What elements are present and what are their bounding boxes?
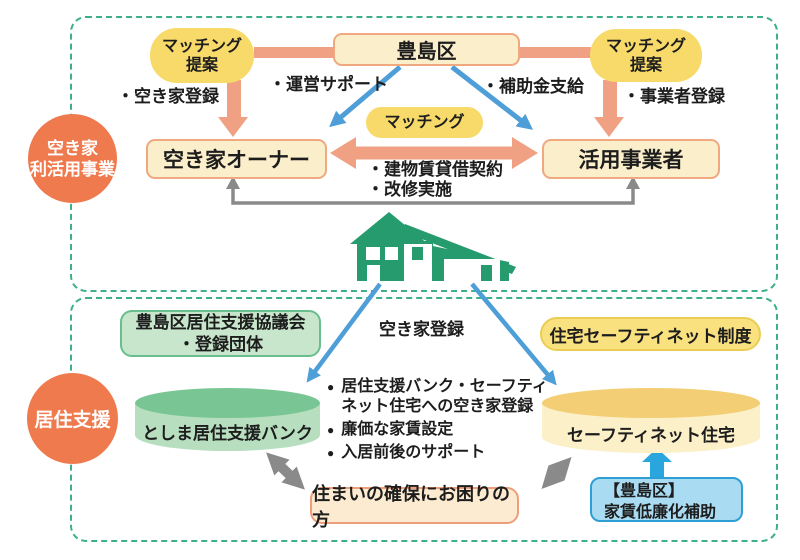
bank-cylinder-top — [135, 388, 320, 418]
arrow-owner-business-double — [330, 137, 538, 169]
rent-subsidy-box: 【豊島区】 家賃低廉化補助 — [590, 477, 743, 522]
arrow-safetynet-trouble-double — [541, 456, 572, 490]
arrow-bank-trouble-double — [266, 452, 305, 490]
arrow-toshima-to-business-blue — [450, 65, 534, 130]
section-badge-vacant-house: 空き家 利活用事業 — [28, 114, 117, 203]
contract-notes: ・建物賃貸借契約 ・改修実施 — [367, 160, 503, 199]
business-box: 活用事業者 — [542, 139, 720, 179]
vacant-registration-label: ・空き家登録 — [117, 87, 219, 106]
safetynet-cylinder-top — [542, 388, 760, 418]
arrow-proposal-to-owner — [218, 80, 248, 137]
house-icon — [350, 212, 516, 281]
arrow-subsidy-to-safetynet — [642, 448, 672, 478]
bullet-text-registration: 居住支援バンク・セーフティ ネット住宅への空き家登録 — [341, 378, 548, 415]
arrow-toshima-to-owner-blue — [329, 65, 402, 128]
connector-toshima-to-left-proposal — [254, 47, 334, 58]
bullet-text-support: 入居前後のサポート — [341, 444, 486, 461]
arrow-house-to-bank — [306, 282, 382, 383]
arrow-house-to-safetynet — [470, 282, 557, 386]
section-badge-housing-support: 居住支援 — [27, 373, 118, 464]
council-box: 豊島区居住支援協議会 ・登録団体 — [120, 310, 321, 357]
bullet-icon: ● — [327, 380, 335, 394]
matching-ellipse: マッチング — [366, 107, 483, 138]
list-item: ● 廉価な家賃設定 — [327, 420, 562, 440]
matching-proposal-right: マッチング 提案 — [590, 29, 702, 82]
bullet-icon: ● — [327, 423, 335, 437]
toshima-box: 豊島区 — [333, 33, 520, 66]
bullet-icon: ● — [327, 446, 335, 460]
safetynet-cylinder-label: セーフティネット住宅 — [567, 426, 735, 445]
bank-cylinder-label: としま居住支援バンク — [142, 424, 313, 443]
arrow-proposal-to-business — [594, 80, 624, 137]
subsidy-label: ・補助金支給 — [482, 77, 584, 96]
vacant-registration-label-bottom: 空き家登録 — [379, 320, 464, 339]
connector-toshima-to-right-proposal — [519, 47, 591, 58]
bullet-text-rent: 廉価な家賃設定 — [341, 421, 454, 438]
trouble-box: 住まいの確保にお困りの方 — [310, 484, 519, 530]
list-item: ● 入居前後のサポート — [327, 443, 562, 463]
owner-box: 空き家オーナー — [146, 139, 327, 179]
business-registration-label: ・事業者登録 — [623, 87, 725, 106]
operation-support-label: ・運営サポート — [269, 75, 388, 94]
matching-proposal-left: マッチング 提案 — [150, 28, 254, 83]
safetynet-cylinder: セーフティネット住宅 — [542, 388, 760, 453]
connector-owner-business-gray-loop — [226, 176, 640, 205]
bullet-list: ● 居住支援バンク・セーフティ ネット住宅への空き家登録 ● 廉価な家賃設定 ●… — [327, 377, 562, 463]
safetynet-system-box: 住宅セーフティネット制度 — [540, 317, 761, 351]
bank-cylinder: としま居住支援バンク — [135, 388, 320, 451]
list-item: ● 居住支援バンク・セーフティ ネット住宅への空き家登録 — [327, 377, 562, 417]
